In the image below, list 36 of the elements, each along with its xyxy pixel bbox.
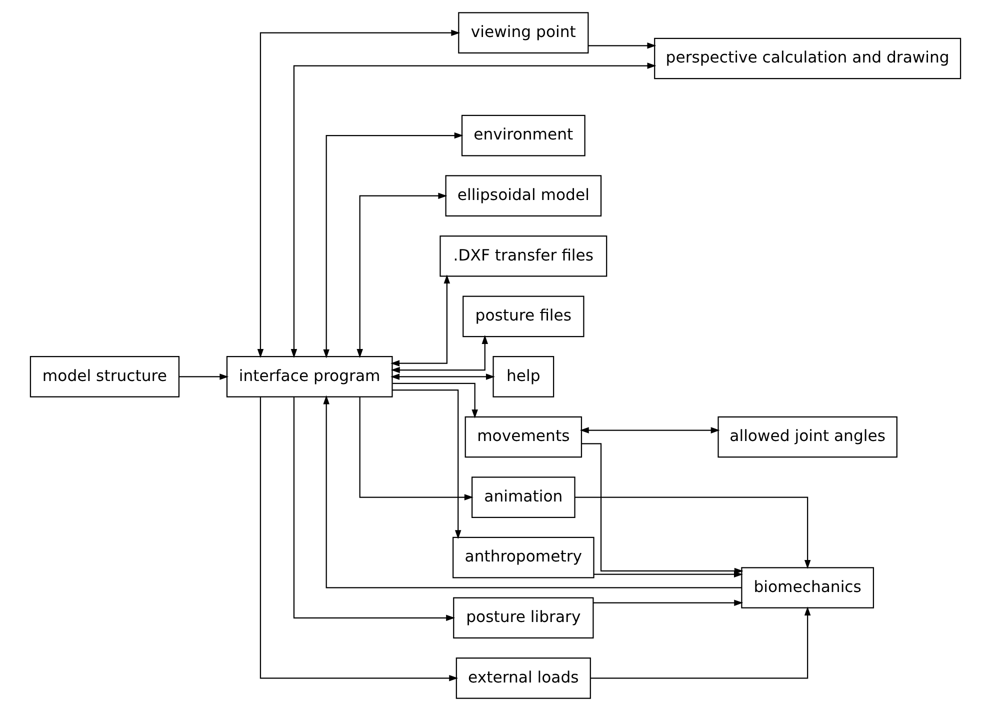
node-box: interface program	[226, 356, 392, 398]
node-box: external loads	[455, 658, 590, 699]
node-box: viewing point	[458, 12, 588, 54]
node-box: movements	[464, 416, 582, 458]
arrow	[178, 374, 228, 380]
node-box: posture library	[452, 597, 594, 639]
arrow	[290, 62, 656, 358]
arrow	[579, 427, 720, 434]
node-box: perspective calculation and drawing	[654, 38, 961, 80]
node-box: animation	[471, 476, 575, 518]
node-box: ellipsoidal model	[444, 175, 602, 216]
arrow	[292, 396, 455, 622]
arrow	[322, 395, 742, 588]
arrow	[592, 600, 743, 606]
arrow	[392, 390, 461, 540]
node-box: anthropometry	[452, 536, 594, 578]
node-box: allowed joint angles	[717, 416, 897, 458]
node-box: environment	[460, 114, 585, 156]
arrow	[390, 374, 494, 380]
arrow	[322, 132, 463, 358]
arrow	[590, 606, 810, 679]
arrow	[259, 396, 458, 682]
arrow	[256, 30, 460, 358]
arrow	[358, 397, 473, 500]
node-box: biomechanics	[740, 567, 874, 608]
arrow	[390, 335, 488, 374]
arrow	[574, 496, 810, 569]
arrow	[356, 192, 447, 358]
node-box: model structure	[29, 356, 180, 398]
arrow	[588, 42, 656, 49]
node-box: posture files	[462, 296, 584, 338]
arrow	[392, 382, 478, 418]
node-box: .DXF transfer files	[439, 235, 607, 277]
arrow	[594, 571, 742, 578]
node-box: help	[492, 356, 554, 398]
arrow	[390, 274, 450, 366]
